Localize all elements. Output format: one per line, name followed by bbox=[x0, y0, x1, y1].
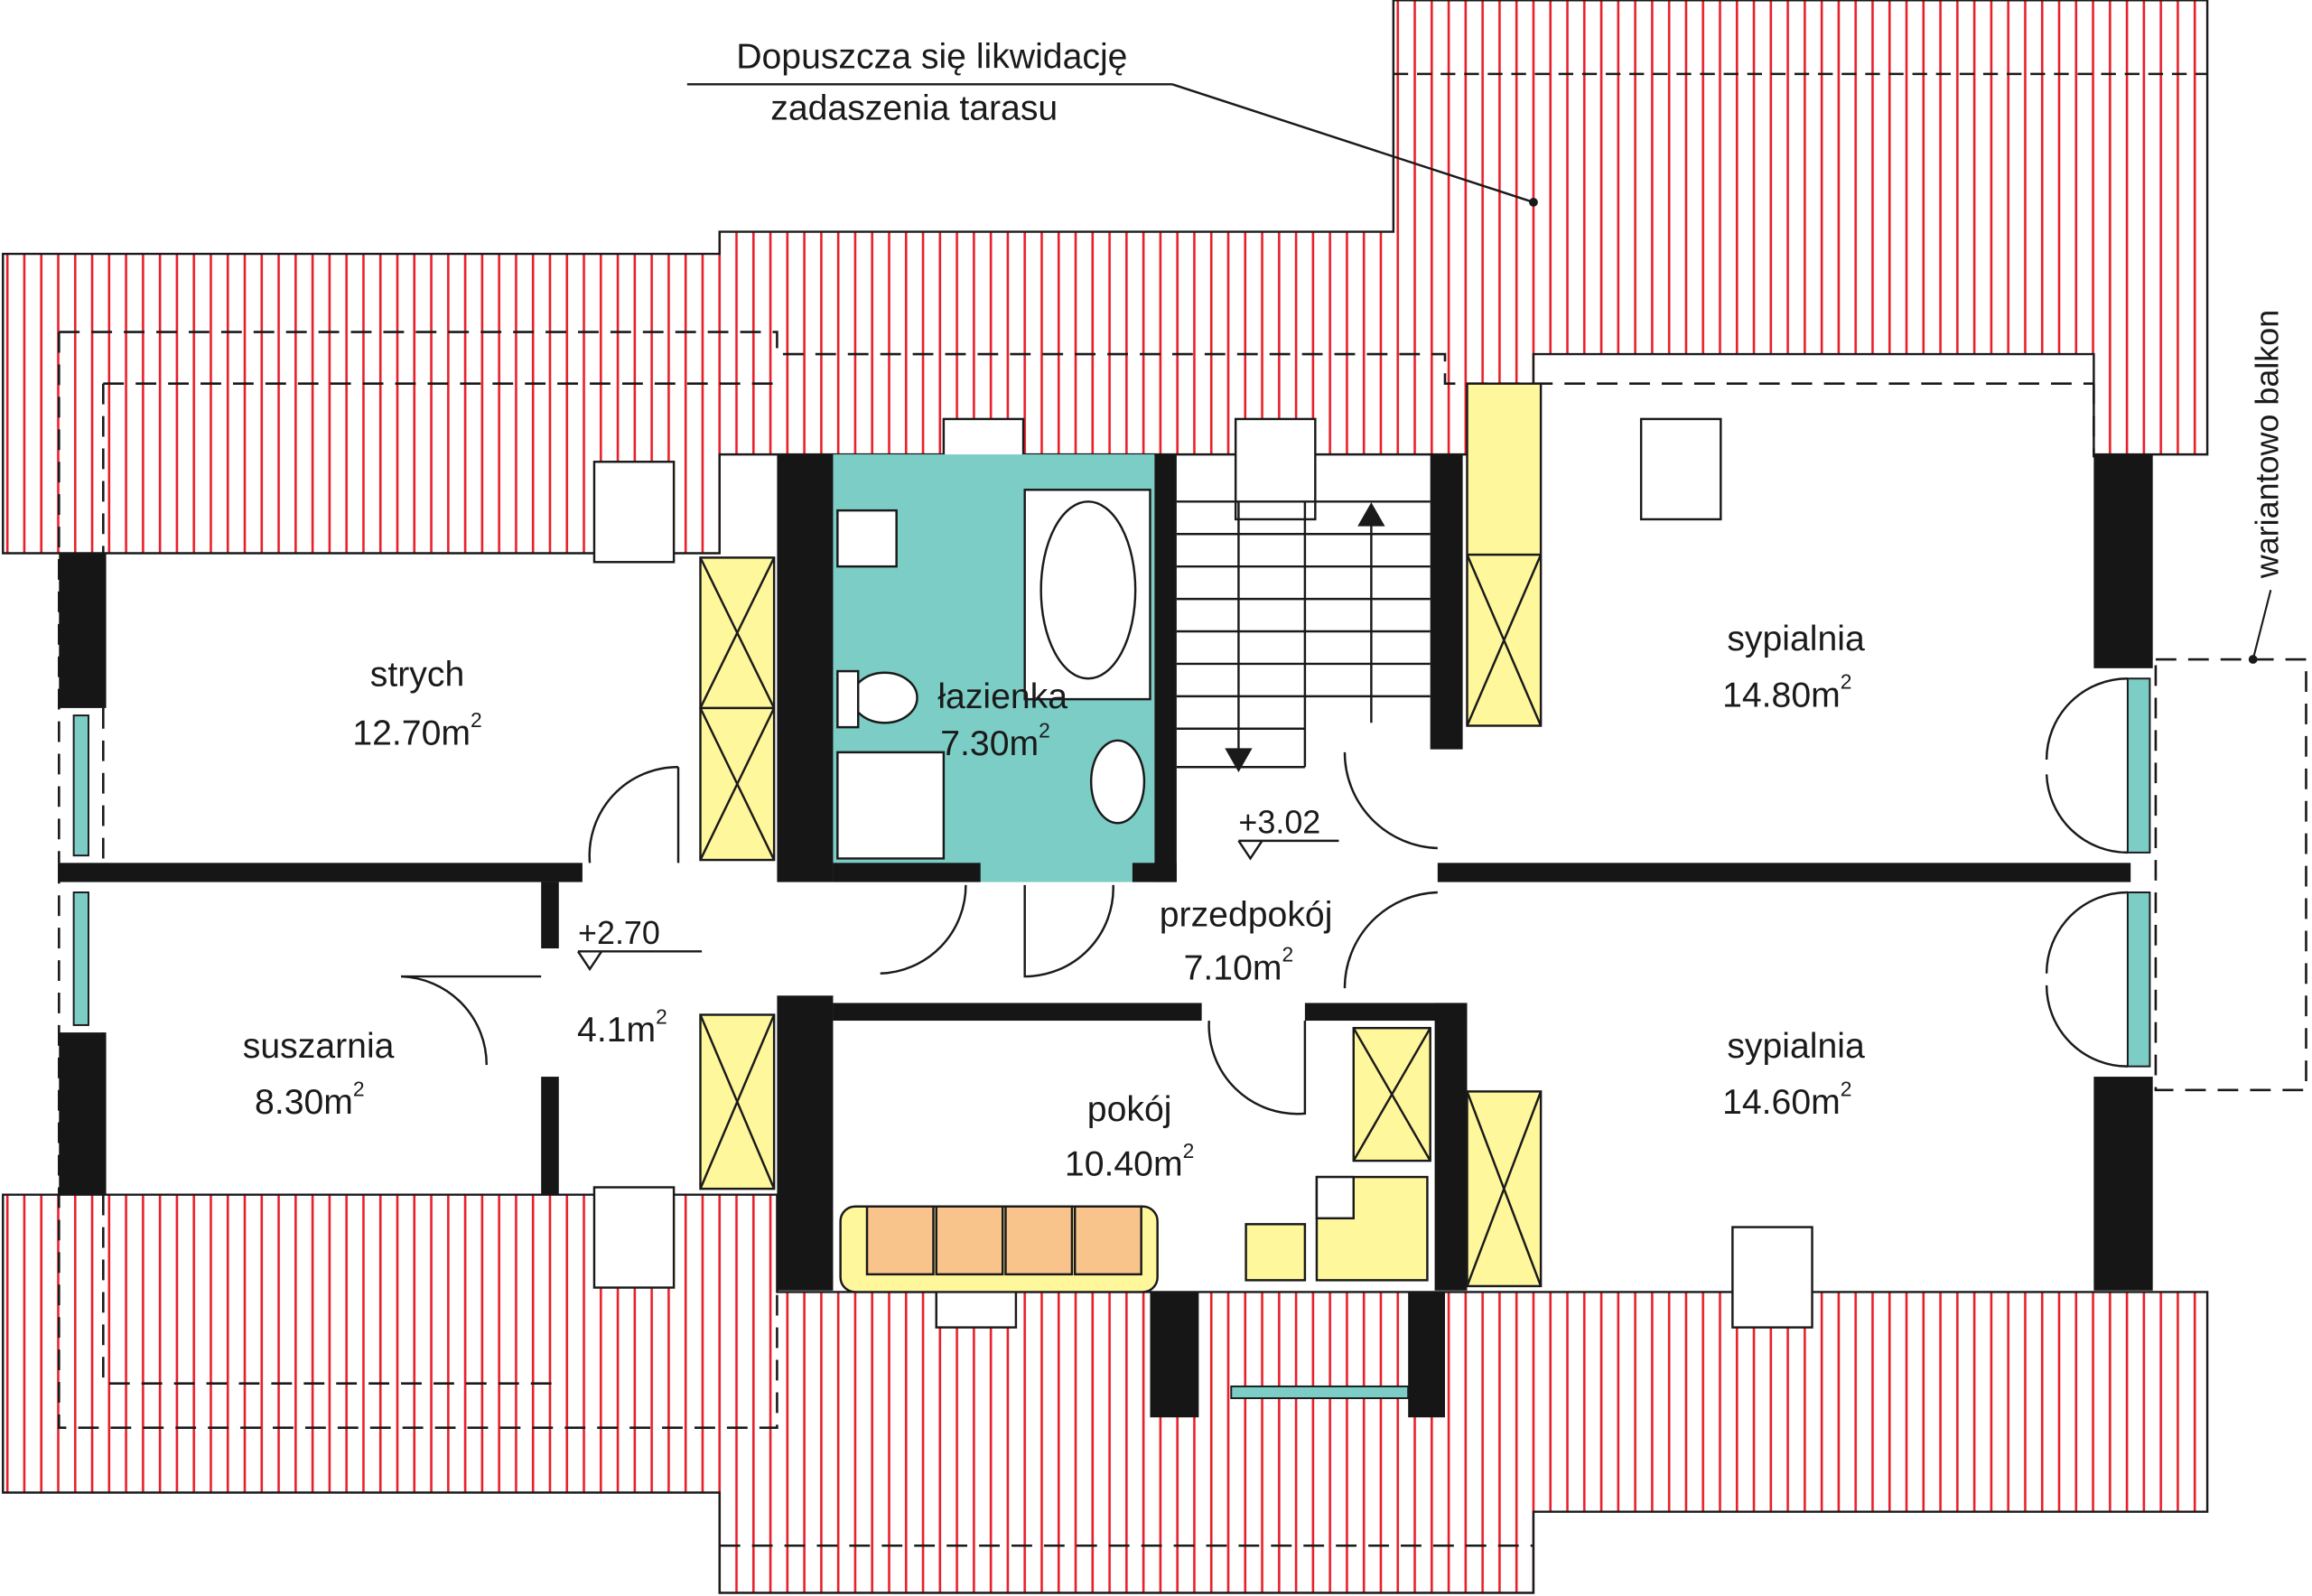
room-name: przedpokój bbox=[1160, 896, 1333, 935]
room-area: 7.10m bbox=[1184, 948, 1282, 987]
level-value: +3.02 bbox=[1238, 804, 1320, 841]
window-left-2 bbox=[72, 891, 89, 1026]
dormer-window bbox=[1230, 1385, 1410, 1399]
balcony-door-1 bbox=[2126, 677, 2151, 854]
walls bbox=[59, 454, 2153, 1418]
svg-text:14.80m2: 14.80m2 bbox=[1722, 670, 1851, 715]
svg-text:4.1m2: 4.1m2 bbox=[577, 1004, 667, 1050]
closets bbox=[699, 382, 1543, 1288]
room-name: sypialnia bbox=[1727, 1027, 1865, 1066]
room-sypialnia-2: sypialnia 14.60m2 bbox=[1722, 1027, 1865, 1122]
sofa bbox=[839, 1205, 1159, 1293]
room-name: strych bbox=[370, 655, 464, 694]
balcony-note: wariantowo balkon bbox=[2248, 310, 2285, 664]
roof-top bbox=[2, 0, 2209, 863]
desk bbox=[1245, 1175, 1429, 1282]
room-pokoj: pokój 10.40m2 bbox=[1065, 1090, 1194, 1183]
room-name: suszarnia bbox=[243, 1027, 395, 1066]
room-lazienka: łazienka 7.30m2 bbox=[937, 677, 1067, 763]
doors bbox=[401, 677, 2128, 1115]
room-area: 14.80m bbox=[1722, 676, 1841, 714]
room-strych: strych 12.70m2 bbox=[352, 655, 481, 752]
room-area: 8.30m bbox=[255, 1083, 353, 1122]
room-area: 14.60m bbox=[1722, 1083, 1841, 1122]
room-name: sypialnia bbox=[1727, 620, 1865, 658]
balcony-note-text: wariantowo balkon bbox=[2248, 310, 2285, 579]
terrace-note-line1: Dopuszcza się likwidację bbox=[736, 37, 1127, 76]
level-value: +2.70 bbox=[578, 914, 660, 951]
balcony-door-2 bbox=[2126, 891, 2151, 1068]
hall-area: 4.1m bbox=[577, 1011, 656, 1050]
room-name: pokój bbox=[1087, 1090, 1172, 1129]
room-name: łazienka bbox=[937, 677, 1067, 716]
svg-text:7.10m2: 7.10m2 bbox=[1184, 943, 1294, 988]
svg-text:7.30m2: 7.30m2 bbox=[940, 719, 1050, 764]
room-area: 7.30m bbox=[940, 724, 1039, 763]
room-sypialnia-1: sypialnia 14.80m2 bbox=[1722, 620, 1865, 714]
svg-text:14.60m2: 14.60m2 bbox=[1722, 1077, 1851, 1122]
balcony-variant-outline bbox=[2154, 658, 2307, 1092]
level-marker-302: +3.02 bbox=[1237, 804, 1339, 861]
room-suszarnia: suszarnia 8.30m2 bbox=[243, 1027, 395, 1122]
hall-small: 4.1m2 bbox=[577, 1004, 667, 1050]
svg-text:8.30m2: 8.30m2 bbox=[255, 1077, 365, 1122]
room-area: 12.70m bbox=[352, 714, 471, 753]
bathroom-fixtures bbox=[836, 489, 1151, 860]
terrace-note-line2: zadaszenia tarasu bbox=[770, 89, 1058, 127]
svg-text:10.40m2: 10.40m2 bbox=[1065, 1139, 1194, 1184]
room-przedpokoj: przedpokój 7.10m2 bbox=[1160, 896, 1333, 988]
room-area: 10.40m bbox=[1065, 1144, 1183, 1183]
window-left-1 bbox=[72, 714, 89, 857]
level-marker-270: +2.70 bbox=[576, 914, 703, 972]
terrace-note: Dopuszcza się likwidację zadaszenia tara… bbox=[686, 37, 1538, 207]
svg-text:12.70m2: 12.70m2 bbox=[352, 708, 481, 753]
staircase bbox=[1176, 500, 1431, 772]
